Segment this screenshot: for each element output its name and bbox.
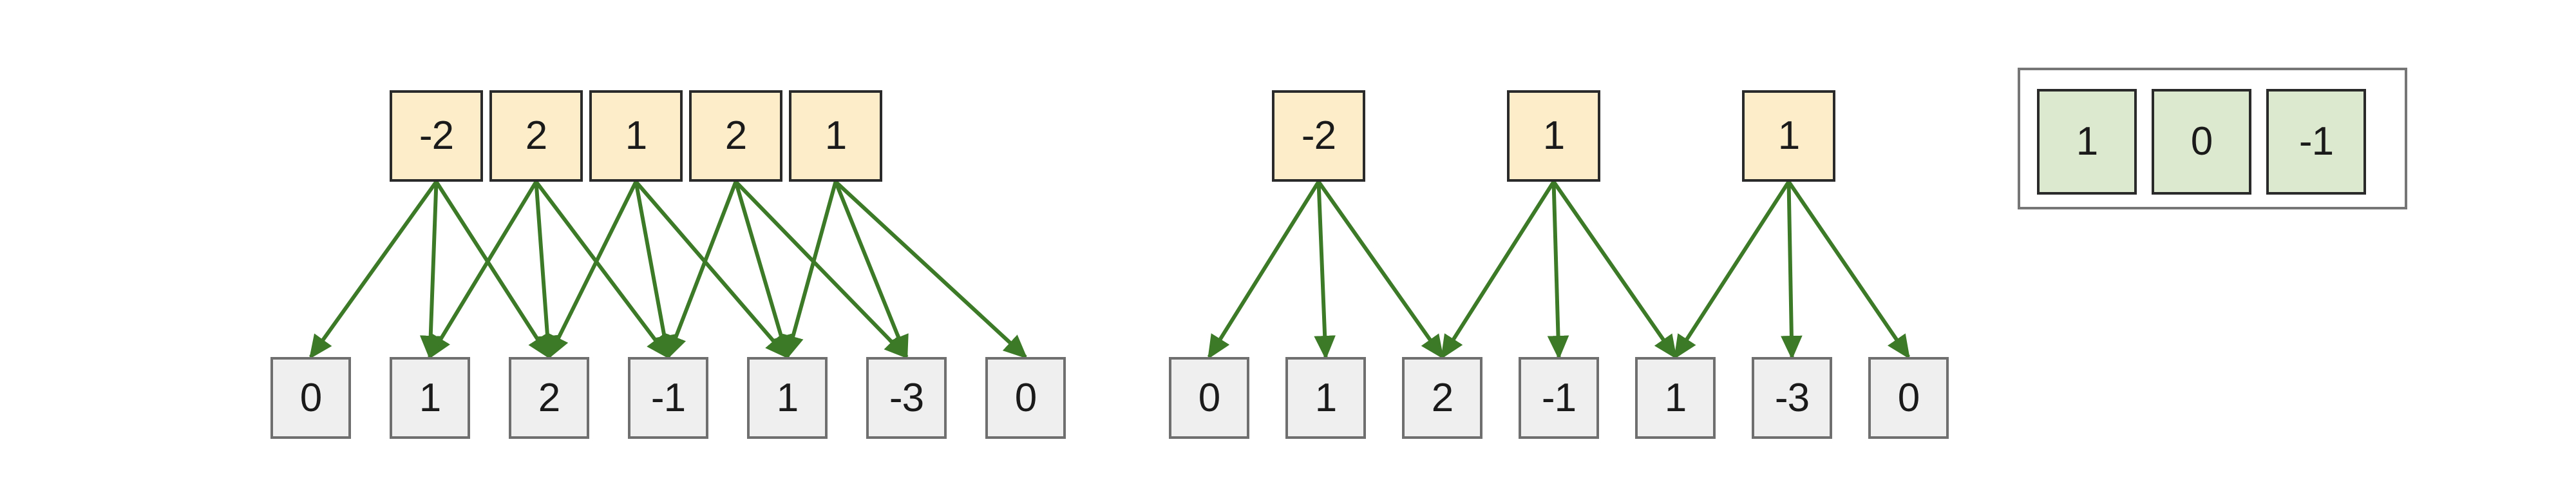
output-cell-stride-2-0[interactable]: -2 xyxy=(1272,90,1365,182)
input-cell-stride-1-0[interactable]: 0 xyxy=(270,357,351,439)
input-cell-stride-1-3[interactable]: -1 xyxy=(628,357,708,439)
input-cell-stride-1-4[interactable]: 1 xyxy=(747,357,828,439)
kernel-cell-2[interactable]: -1 xyxy=(2266,89,2366,195)
input-cell-stride-1-5[interactable]: -3 xyxy=(866,357,947,439)
input-cell-stride-2-2[interactable]: 2 xyxy=(1402,357,1482,439)
input-cell-stride-2-6[interactable]: 0 xyxy=(1868,357,1949,439)
edge-stride-1-o0-i2 xyxy=(434,180,551,360)
edges-group xyxy=(309,180,1910,360)
input-cell-stride-1-1[interactable]: 1 xyxy=(390,357,470,439)
input-cell-stride-1-6[interactable]: 0 xyxy=(985,357,1066,439)
input-cell-stride-2-0[interactable]: 0 xyxy=(1169,357,1249,439)
edge-stride-1-o4-i6 xyxy=(834,180,1028,359)
output-cell-stride-1-1[interactable]: 2 xyxy=(489,90,583,182)
input-cell-stride-2-5[interactable]: -3 xyxy=(1752,357,1832,439)
edge-stride-2-o1-i4 xyxy=(1552,180,1677,360)
edge-stride-1-o0-i1 xyxy=(419,181,442,360)
edge-stride-2-o0-i0 xyxy=(1207,180,1321,360)
output-cell-stride-1-0[interactable]: -2 xyxy=(390,90,483,182)
edge-stride-1-o2-i3 xyxy=(634,181,676,360)
edge-stride-2-o2-i4 xyxy=(1673,180,1791,360)
output-cell-stride-1-4[interactable]: 1 xyxy=(789,90,882,182)
input-cell-stride-1-2[interactable]: 2 xyxy=(509,357,589,439)
input-cell-stride-2-1[interactable]: 1 xyxy=(1285,357,1366,439)
edge-stride-1-o3-i5 xyxy=(734,180,909,360)
input-cell-stride-2-3[interactable]: -1 xyxy=(1519,357,1599,439)
output-cell-stride-1-2[interactable]: 1 xyxy=(589,90,683,182)
edge-stride-1-o1-i1 xyxy=(428,180,538,360)
kernel-cell-1[interactable]: 0 xyxy=(2152,89,2251,195)
output-cell-stride-2-1[interactable]: 1 xyxy=(1507,90,1600,182)
edge-stride-1-o0-i0 xyxy=(309,180,438,360)
edge-stride-1-o1-i2 xyxy=(534,181,558,360)
edge-stride-2-o0-i2 xyxy=(1317,180,1444,360)
kernel-cell-0[interactable]: 1 xyxy=(2037,89,2137,195)
edge-stride-2-o2-i5 xyxy=(1781,181,1803,360)
edge-stride-1-o4-i5 xyxy=(833,180,909,360)
edge-stride-2-o2-i6 xyxy=(1787,180,1910,360)
edge-stride-1-o4-i4 xyxy=(782,181,838,360)
input-cell-stride-2-4[interactable]: 1 xyxy=(1635,357,1716,439)
output-cell-stride-2-2[interactable]: 1 xyxy=(1742,90,1835,182)
edge-stride-2-o0-i1 xyxy=(1314,181,1336,360)
edge-stride-2-o1-i2 xyxy=(1440,180,1556,360)
edge-stride-2-o1-i3 xyxy=(1547,181,1569,360)
edge-stride-1-o2-i2 xyxy=(547,180,638,360)
edge-stride-1-o1-i3 xyxy=(535,180,670,360)
edge-stride-1-o2-i4 xyxy=(634,180,790,360)
edge-stride-1-o3-i3 xyxy=(665,180,738,360)
edge-stride-1-o3-i4 xyxy=(734,181,792,360)
output-cell-stride-1-3[interactable]: 2 xyxy=(689,90,782,182)
